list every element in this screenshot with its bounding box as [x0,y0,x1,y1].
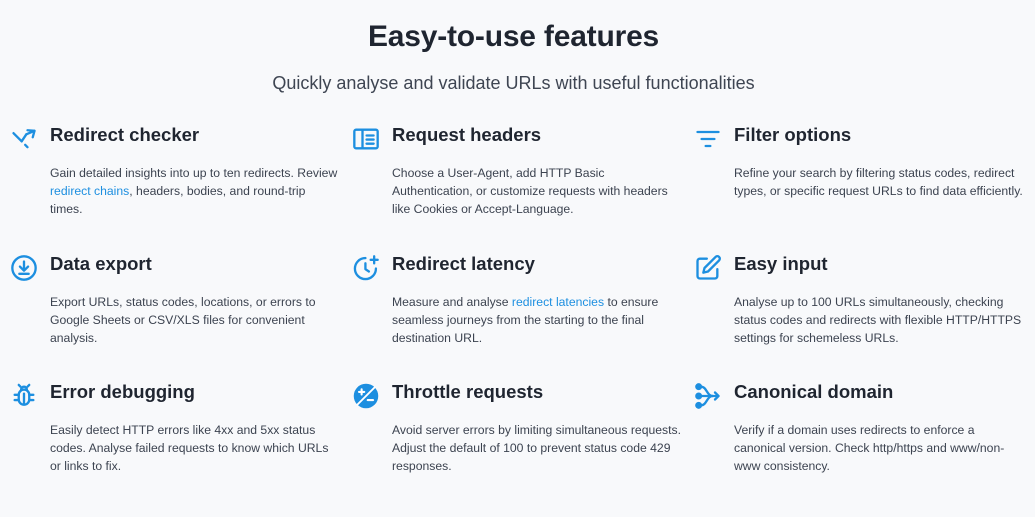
feature-description: Gain detailed insights into up to ten re… [50,164,340,218]
feature-title: Canonical domain [734,381,894,402]
feature-redirect-latency: Redirect latency Measure and analyse red… [352,253,694,381]
clock-plus-icon [352,254,380,282]
feature-throttle-requests: Throttle requests Avoid server errors by… [352,381,694,509]
feature-title: Error debugging [50,381,195,402]
feature-title: Filter options [734,124,852,145]
feature-text: Refine your search by filtering status c… [734,166,1023,198]
feature-description: Measure and analyse redirect latencies t… [392,293,682,347]
feature-description: Analyse up to 100 URLs simultaneously, c… [734,293,1024,347]
download-circle-icon [10,254,38,282]
feature-text: Gain detailed insights into up to ten re… [50,166,338,180]
feature-easy-input: Easy input Analyse up to 100 URLs simult… [694,253,1030,381]
filter-lines-icon [694,125,722,153]
feature-description: Verify if a domain uses redirects to enf… [734,421,1024,475]
redirect-latencies-link[interactable]: redirect latencies [511,295,605,309]
feature-text: to ensure seamless journeys from the sta… [392,295,659,345]
plus-minus-circle-icon [352,382,380,410]
feature-title: Data export [50,253,152,274]
feature-data-export: Data export Export URLs, status codes, l… [10,253,352,381]
panel-list-icon [352,125,380,153]
feature-title: Redirect checker [50,124,200,145]
feature-error-debugging: Error debugging Easily detect HTTP error… [10,381,352,509]
feature-text: Avoid server errors by limiting simultan… [392,423,682,473]
split-arrow-icon [10,125,38,153]
feature-description: Export URLs, status codes, locations, or… [50,293,340,347]
feature-text: Analyse up to 100 URLs simultaneously, c… [734,295,1022,345]
bug-icon [10,382,38,410]
redirect-chains-link[interactable]: redirect chains [50,184,130,198]
section-title: Easy-to-use features [367,20,660,53]
feature-title: Easy input [734,253,828,274]
feature-text: , headers, bodies, and round-trip times. [50,184,306,216]
feature-canonical-domain: Canonical domain Verify if a domain uses… [694,381,1030,509]
feature-description: Avoid server errors by limiting simultan… [392,421,682,475]
feature-text: Export URLs, status codes, locations, or… [50,295,316,345]
feature-filter-options: Filter options Refine your search by fil… [694,124,1030,253]
feature-description: Easily detect HTTP errors like 4xx and 5… [50,421,340,475]
feature-text: Verify if a domain uses redirects to enf… [734,423,1005,473]
edit-pencil-icon [694,254,722,282]
feature-title: Throttle requests [392,381,544,402]
feature-description: Refine your search by filtering status c… [734,164,1024,200]
features-grid: Redirect checker Gain detailed insights … [10,124,1030,509]
feature-title: Redirect latency [392,253,535,274]
feature-text: Measure and analyse [392,295,512,309]
feature-text: Easily detect HTTP errors like 4xx and 5… [50,423,329,473]
merge-arrow-icon [694,382,722,410]
feature-redirect-checker: Redirect checker Gain detailed insights … [10,124,352,253]
feature-description: Choose a User-Agent, add HTTP Basic Auth… [392,164,682,218]
feature-title: Request headers [392,124,542,145]
feature-text: Choose a User-Agent, add HTTP Basic Auth… [392,166,668,216]
section-subtitle: Quickly analyse and validate URLs with u… [272,73,755,93]
feature-request-headers: Request headers Choose a User-Agent, add… [352,124,694,253]
